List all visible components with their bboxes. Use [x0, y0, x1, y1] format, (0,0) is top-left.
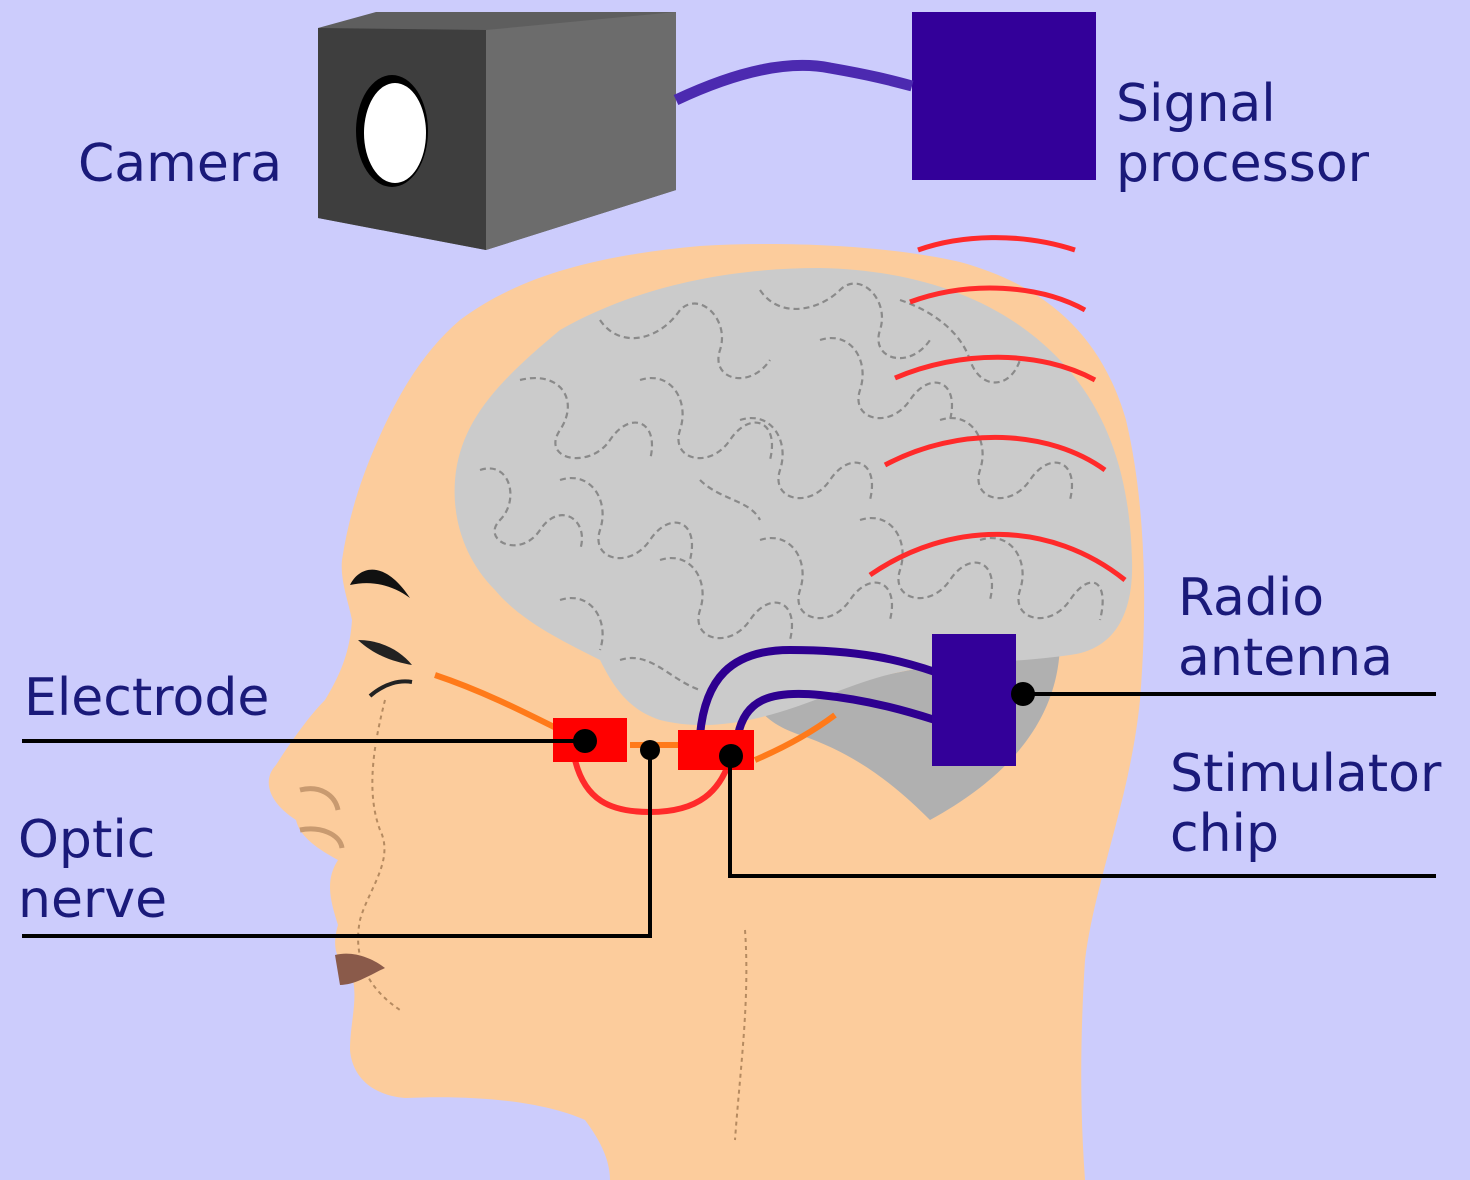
label-signal-processor-line2: processor: [1116, 134, 1369, 194]
label-optic-nerve-line2: nerve: [18, 870, 167, 930]
label-optic-nerve-line1: Optic: [18, 810, 167, 870]
label-stimulator-chip-line2: chip: [1170, 804, 1441, 864]
radio-antenna-box: [932, 634, 1016, 766]
camera-lens: [364, 83, 426, 183]
stimulator-chip: [678, 730, 754, 770]
signal-processor-box: [912, 12, 1096, 180]
label-stimulator-chip-line1: Stimulator: [1170, 744, 1441, 804]
label-radio-antenna-line2: antenna: [1178, 628, 1393, 688]
camera: [318, 12, 676, 250]
label-radio-antenna-line1: Radio: [1178, 568, 1393, 628]
label-electrode: Electrode: [24, 668, 269, 728]
label-optic-nerve: Optic nerve: [18, 810, 167, 930]
camera-cable: [676, 65, 912, 100]
label-camera: Camera: [78, 134, 282, 194]
label-signal-processor-line1: Signal: [1116, 74, 1369, 134]
label-signal-processor: Signal processor: [1116, 74, 1369, 194]
label-stimulator-chip: Stimulator chip: [1170, 744, 1441, 864]
label-radio-antenna: Radio antenna: [1178, 568, 1393, 688]
